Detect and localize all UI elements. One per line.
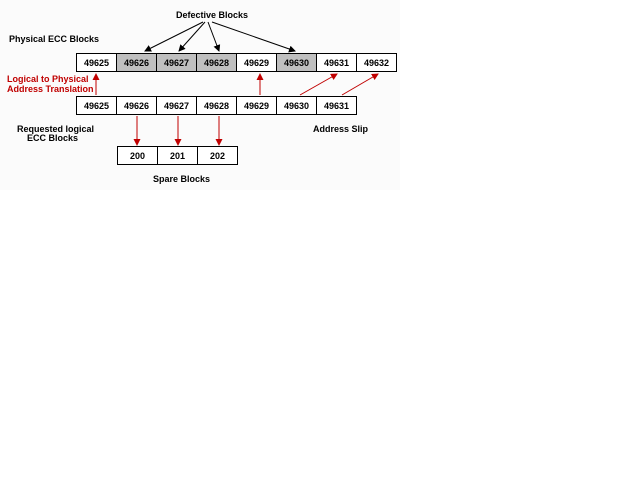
physical-cell: 49625 [76,53,117,72]
defective-arrow [207,21,221,52]
translation-label-line2: Address Translation [7,84,94,94]
physical-cell: 49629 [236,53,277,72]
physical-ecc-row: 49625 49626 49627 49628 49629 49630 4963… [76,53,397,72]
defective-blocks-label: Defective Blocks [176,10,249,20]
requested-label-line2: ECC Blocks [27,133,79,143]
logical-cell: 49630 [276,96,317,115]
address-slip-label: Address Slip [313,124,369,134]
physical-cell-defective: 49628 [196,53,237,72]
address-slip-arrow [299,73,338,96]
logical-ecc-row: 49625 49626 49627 49628 49629 49630 4963… [76,96,357,115]
logical-cell: 49631 [316,96,357,115]
translation-label-line1: Logical to Physical [7,74,89,84]
address-slip-arrow [341,73,379,96]
physical-cell: 49632 [356,53,397,72]
physical-ecc-blocks-label: Physical ECC Blocks [9,34,100,44]
physical-cell: 49631 [316,53,357,72]
physical-cell-defective: 49630 [276,53,317,72]
defective-arrow [144,21,204,52]
defective-arrow [211,21,296,53]
requested-label-line1: Requested logical [17,124,95,134]
spare-blocks-label: Spare Blocks [153,174,211,184]
spare-blocks-row: 200 201 202 [117,146,238,165]
defective-arrow [178,21,206,52]
spare-cell: 202 [197,146,238,165]
physical-cell-defective: 49626 [116,53,157,72]
